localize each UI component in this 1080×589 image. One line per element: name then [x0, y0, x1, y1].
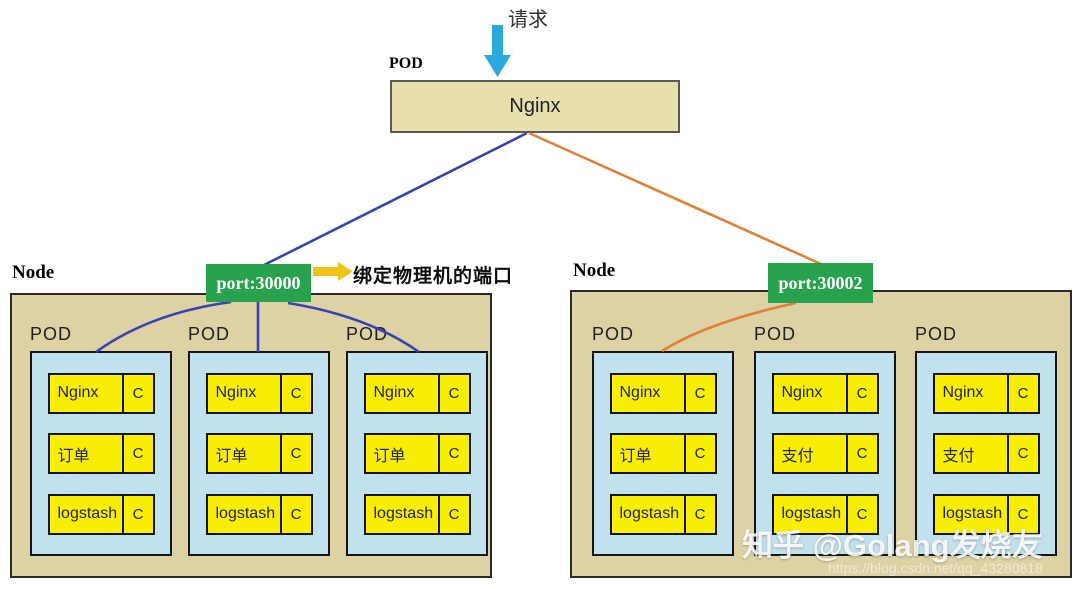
container-c-badge: C	[683, 435, 715, 472]
container-name: 支付	[781, 447, 814, 465]
pod-box: Nginx C 订单 C logstash C	[346, 351, 488, 556]
port-badge-30000: port:30000	[206, 264, 311, 302]
container-name: Nginx	[373, 384, 415, 401]
container-c-badge: C	[279, 495, 311, 533]
pod-label: POD	[30, 324, 73, 344]
container-row: Nginx C	[771, 372, 879, 414]
zhihu-watermark: 知乎 @Golang发烧友	[742, 528, 1043, 563]
container-c-badge: C	[845, 435, 877, 472]
pod: POD Nginx C 订单 C logstash C	[30, 324, 172, 556]
csdn-url-watermark: https://blog.csdn.net/qq_43280818	[828, 560, 1043, 576]
connector-nginx-to-port30000	[261, 131, 528, 268]
container-c-badge: C	[121, 495, 153, 533]
pod: POD Nginx C 订单 C logstash C	[346, 324, 488, 556]
container-row: Nginx C	[932, 372, 1040, 414]
top-nginx-box: Nginx	[390, 80, 680, 133]
container-c-badge: C	[1006, 495, 1038, 533]
request-down-arrow-icon	[484, 25, 511, 77]
node-label-left: Node	[12, 262, 55, 283]
container-name: logstash	[57, 505, 118, 522]
container-row: Nginx C	[47, 372, 155, 414]
container-name: logstash	[942, 505, 1003, 522]
container-c-badge: C	[1006, 435, 1038, 472]
pod-label: POD	[915, 324, 958, 344]
container-row: 订单 C	[205, 433, 313, 474]
port-badge-30002: port:30002	[768, 263, 873, 303]
container-name: logstash	[215, 505, 276, 522]
container-c-badge: C	[683, 495, 715, 533]
container-row: 订单 C	[47, 433, 155, 474]
container-name: Nginx	[215, 384, 257, 401]
pod-box: Nginx C 订单 C logstash C	[592, 351, 734, 556]
container-row: Nginx C	[609, 372, 717, 414]
top-pod-label: POD	[389, 55, 423, 72]
pod-label: POD	[188, 324, 231, 344]
container-name: logstash	[781, 505, 842, 522]
container-row: logstash C	[609, 493, 717, 535]
container-c-badge: C	[437, 495, 469, 533]
container-c-badge: C	[437, 374, 469, 412]
container-c-badge: C	[845, 374, 877, 412]
container-name: Nginx	[57, 384, 99, 401]
container-row: 订单 C	[609, 433, 717, 474]
container-c-badge: C	[121, 435, 153, 472]
container-row: logstash C	[932, 493, 1040, 535]
pod-label: POD	[592, 324, 635, 344]
container-name: 订单	[57, 447, 90, 465]
node-box-right: POD Nginx C 订单 C logstash C POD	[570, 290, 1072, 578]
pod-box: Nginx C 支付 C logstash C	[915, 351, 1057, 556]
bind-port-annotation: 绑定物理机的端口	[353, 266, 514, 287]
pod-box: Nginx C 支付 C logstash C	[754, 351, 896, 556]
container-row: 订单 C	[363, 433, 471, 474]
container-name: 订单	[215, 447, 248, 465]
container-c-badge: C	[121, 374, 153, 412]
container-name: 订单	[373, 447, 406, 465]
container-c-badge: C	[1006, 374, 1038, 412]
pod-box: Nginx C 订单 C logstash C	[30, 351, 172, 556]
node-label-right: Node	[573, 260, 616, 281]
container-name: Nginx	[781, 384, 823, 401]
container-c-badge: C	[683, 374, 715, 412]
container-row: 支付 C	[771, 433, 879, 474]
pod: POD Nginx C 支付 C logstash C	[915, 324, 1057, 556]
pod: POD Nginx C 订单 C logstash C	[188, 324, 330, 556]
pod-box: Nginx C 订单 C logstash C	[188, 351, 330, 556]
pod-label: POD	[754, 324, 797, 344]
container-name: 支付	[942, 447, 975, 465]
container-name: logstash	[373, 505, 434, 522]
request-label: 请求	[508, 9, 548, 31]
container-name: 订单	[619, 447, 652, 465]
container-c-badge: C	[437, 435, 469, 472]
container-name: logstash	[619, 505, 680, 522]
container-name: Nginx	[619, 384, 661, 401]
bind-right-arrow-icon	[313, 262, 353, 281]
container-c-badge: C	[279, 435, 311, 472]
container-row: Nginx C	[363, 372, 471, 414]
container-row: 支付 C	[932, 433, 1040, 474]
container-row: logstash C	[771, 493, 879, 535]
pod: POD Nginx C 支付 C logstash C	[754, 324, 896, 556]
container-row: logstash C	[47, 493, 155, 535]
node-box-left: POD Nginx C 订单 C logstash C POD	[10, 293, 492, 578]
container-c-badge: C	[279, 374, 311, 412]
pod-label: POD	[346, 324, 389, 344]
pod: POD Nginx C 订单 C logstash C	[592, 324, 734, 556]
container-row: Nginx C	[205, 372, 313, 414]
container-row: logstash C	[205, 493, 313, 535]
connector-nginx-to-port30002	[528, 131, 822, 266]
container-c-badge: C	[845, 495, 877, 533]
container-name: Nginx	[942, 384, 984, 401]
container-row: logstash C	[363, 493, 471, 535]
